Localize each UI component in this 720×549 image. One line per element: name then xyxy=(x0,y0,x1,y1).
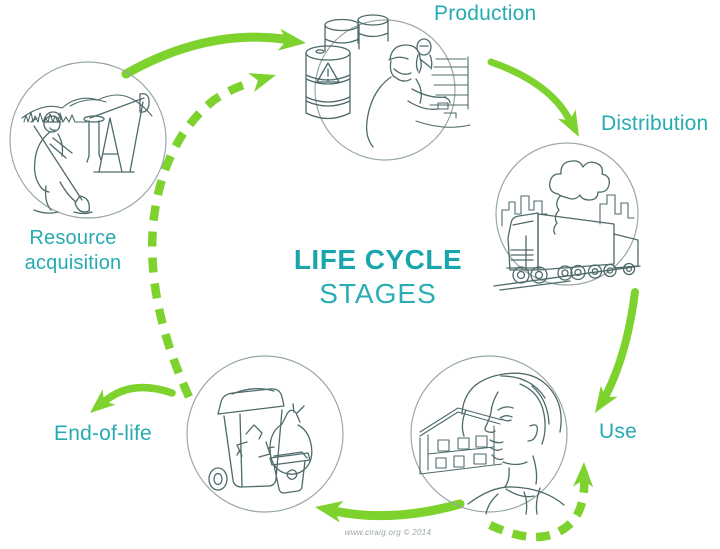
oil-pump-and-digger-icon xyxy=(9,61,167,219)
stage-resource-acquisition xyxy=(6,58,170,222)
oil-pump-jack-icon xyxy=(83,93,150,173)
arrow-resource-to-production xyxy=(121,28,306,79)
arrow-use-to-end-of-life xyxy=(315,499,465,523)
cargo-truck-and-city-icon xyxy=(493,142,641,291)
mountain-treeline-icon xyxy=(21,94,153,123)
title-line2: STAGES xyxy=(319,278,437,309)
arrow-distribution-to-use xyxy=(595,288,639,413)
arrow-end-of-life-exit xyxy=(90,383,176,413)
arrow-production-to-distribution xyxy=(487,58,579,137)
stage-use xyxy=(406,352,572,516)
label-use: Use xyxy=(599,420,637,443)
recycling-bin-icon xyxy=(208,387,285,491)
arrow-recycle-end-of-life-to-production xyxy=(147,73,276,399)
label-resource-acquisition: Resource acquisition xyxy=(0,226,146,276)
arrow-reuse-loop xyxy=(488,462,594,542)
stage-distribution xyxy=(488,140,646,292)
truck-icon xyxy=(493,212,641,291)
label-resource-line1: Resource xyxy=(29,227,117,249)
label-production: Production xyxy=(434,2,537,25)
barrels-icon xyxy=(305,14,389,120)
woman-and-house-icon xyxy=(410,355,568,515)
house-icon xyxy=(419,407,503,475)
diagram-title: LIFE CYCLE STAGES xyxy=(268,243,488,311)
woman-face-icon xyxy=(461,372,565,515)
stage-end-of-life xyxy=(182,352,348,516)
city-skyline-icon xyxy=(501,194,635,227)
arrowhead-icon xyxy=(557,109,579,137)
digging-worker-icon xyxy=(30,111,93,215)
machine-icon xyxy=(415,56,471,128)
small-compost-bin-icon xyxy=(269,451,311,494)
arrowhead-icon xyxy=(595,385,618,413)
factory-worker-and-barrels-icon xyxy=(305,14,471,161)
title-line1: LIFE CYCLE xyxy=(293,244,463,275)
label-resource-line2: acquisition xyxy=(24,252,122,274)
garbage-bag-icon xyxy=(269,403,313,475)
arrowhead-icon xyxy=(90,389,116,413)
arrowhead-icon xyxy=(277,28,306,51)
arrowhead-icon xyxy=(315,500,344,523)
arrowhead-icon xyxy=(248,73,276,93)
label-distribution: Distribution xyxy=(601,112,709,135)
footer-credit: www.ciraig.org © 2014 xyxy=(344,528,432,537)
factory-worker-icon xyxy=(365,38,451,148)
waste-and-recycling-bins-icon xyxy=(186,355,344,513)
arrowhead-icon xyxy=(573,462,594,488)
label-end-of-life: End-of-life xyxy=(54,422,152,445)
stage-production xyxy=(296,13,472,165)
